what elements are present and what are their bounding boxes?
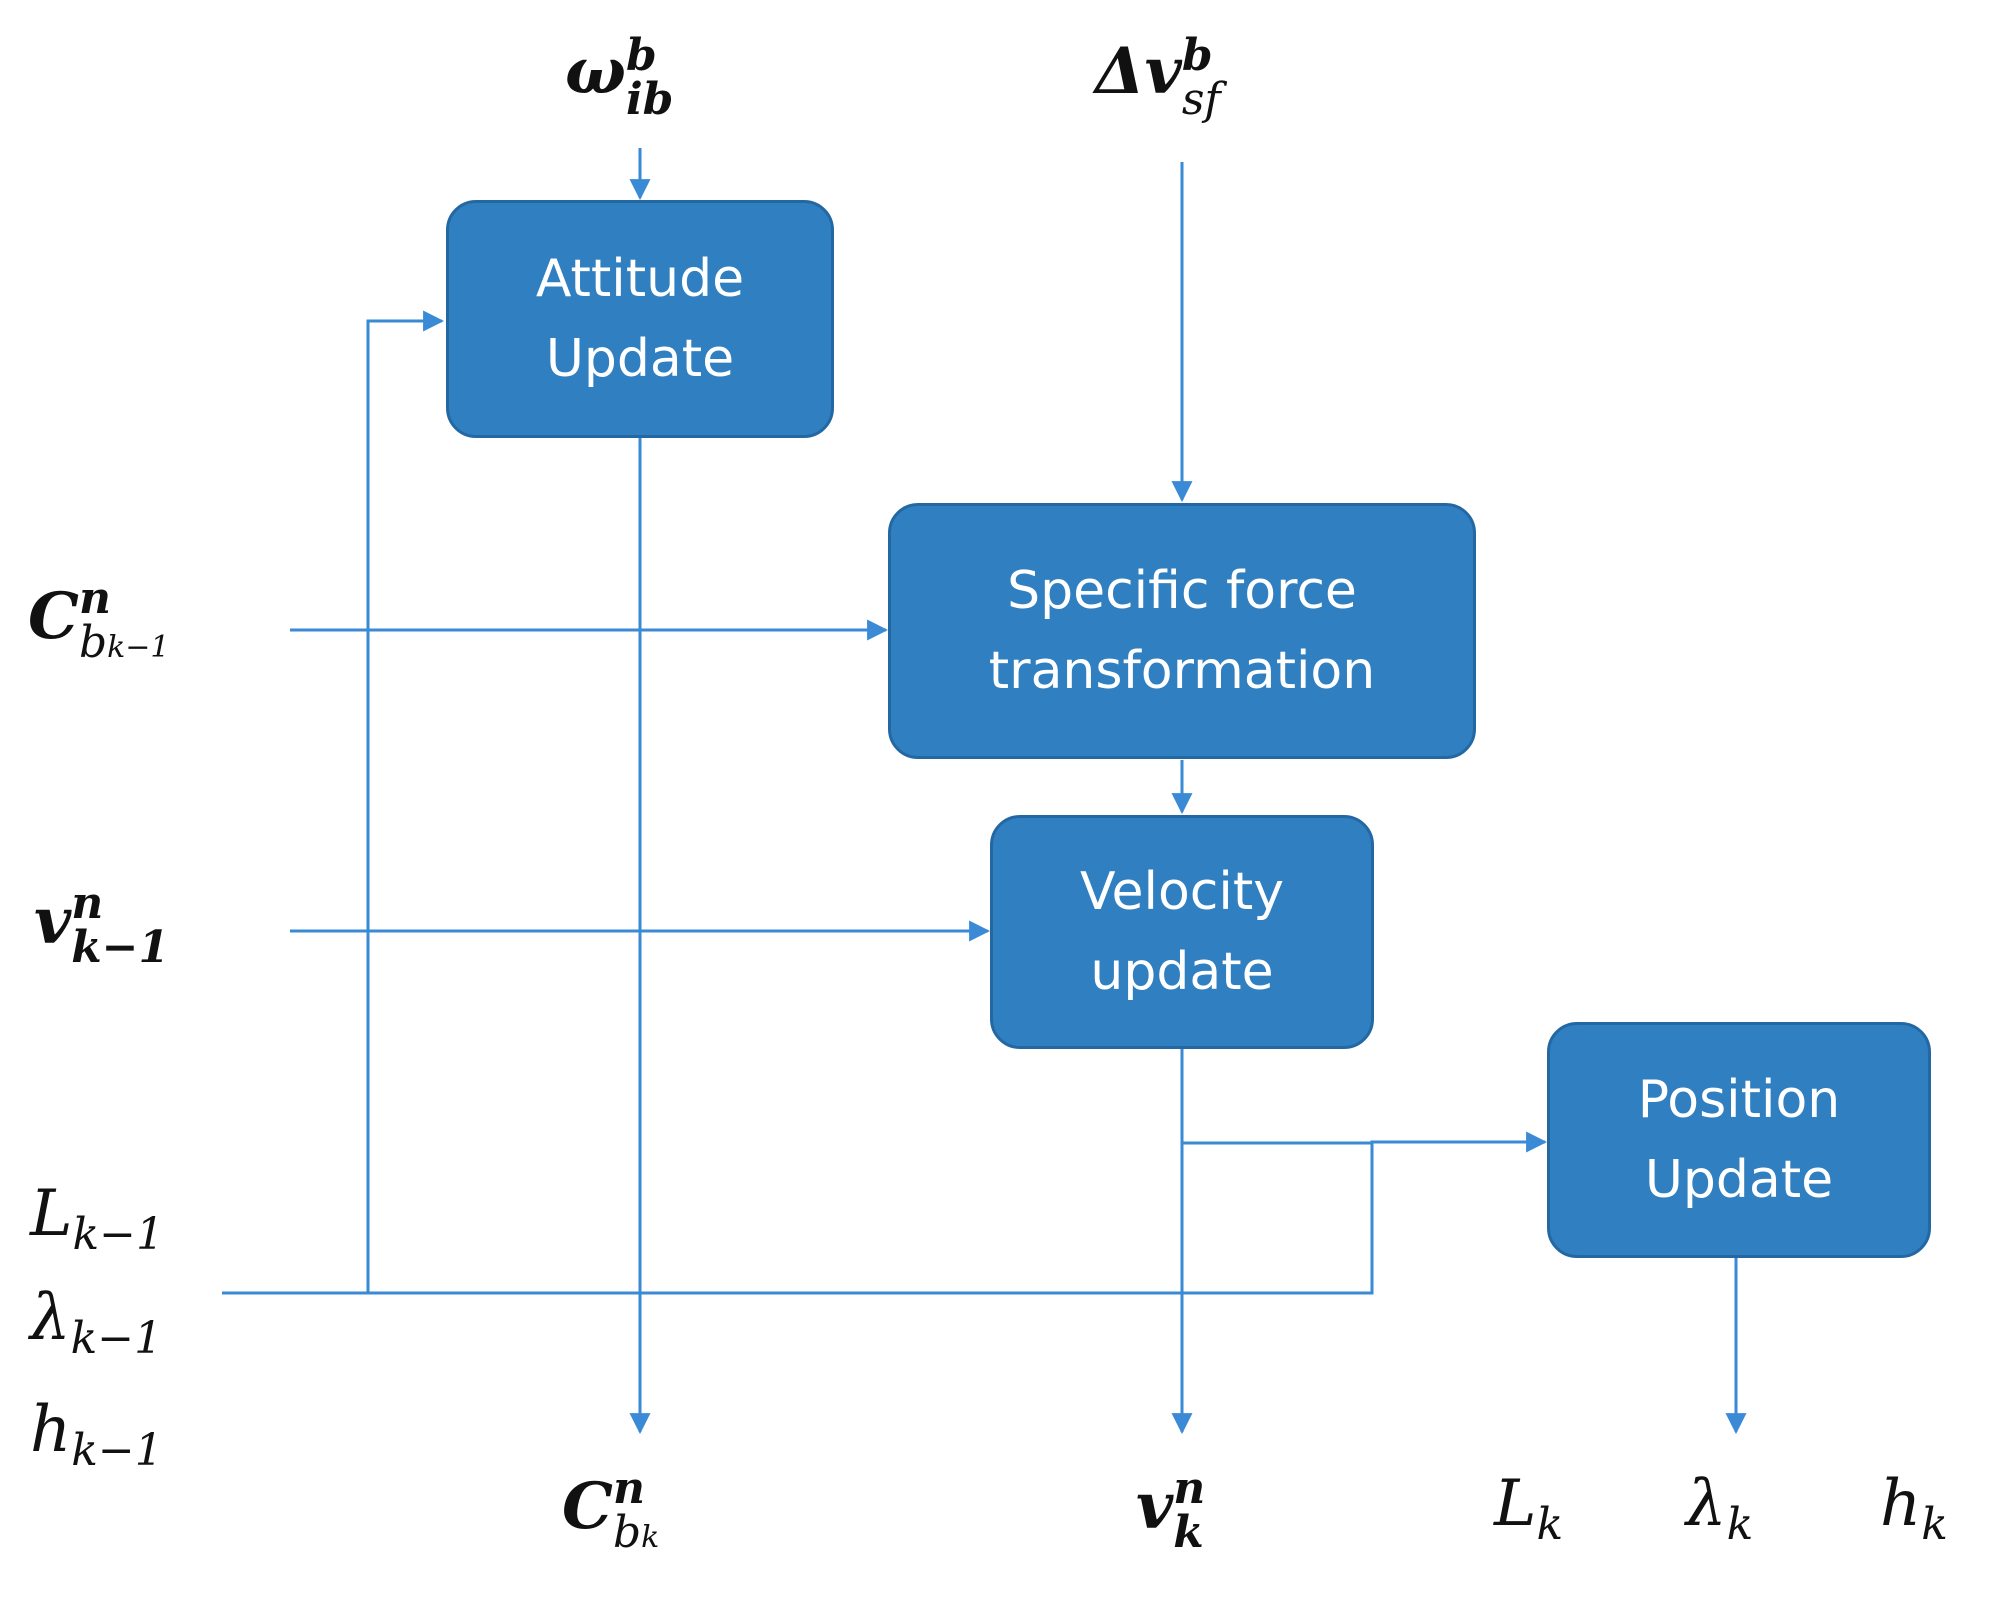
c-prev-sub: b: [78, 617, 108, 668]
delta-v-sub: sf: [1181, 74, 1221, 125]
velocity-update-block: Velocity update: [990, 815, 1374, 1049]
L-prev-input-label: Lk−1: [30, 1177, 164, 1257]
attitude-update-block: Attitude Update: [446, 200, 834, 438]
lambda-k-sub: k: [1726, 1499, 1754, 1550]
L-k-output-label: Lk: [1494, 1467, 1563, 1547]
specific-force-label-1: Specific force: [1007, 561, 1357, 621]
v-k-sup: n: [1173, 1463, 1206, 1514]
c-prev-base: C: [28, 579, 79, 654]
attitude-update-label-1: Attitude: [535, 249, 745, 309]
lambda-prev-sub: k−1: [70, 1313, 163, 1364]
L-prev-sub: k−1: [72, 1209, 165, 1260]
c-k-sub: b: [612, 1507, 642, 1558]
v-k-sub: k: [1173, 1507, 1204, 1558]
h-k-sub: k: [1921, 1499, 1948, 1550]
attitude-update-label-2: Update: [545, 329, 735, 389]
v-prev-sup: n: [71, 878, 104, 929]
h-prev-sub: k−1: [71, 1425, 163, 1476]
v-k-base: v: [1136, 1469, 1174, 1544]
h-k-base: h: [1880, 1467, 1922, 1541]
L-k-base: L: [1494, 1467, 1537, 1541]
lambda-k-base: λ: [1686, 1467, 1727, 1541]
position-update-label-2: Update: [1644, 1150, 1834, 1210]
delta-v-sup: b: [1181, 30, 1213, 81]
c-k-base: C: [562, 1469, 613, 1544]
c-prev-sub-wrap: bk−1: [79, 621, 170, 665]
c-k-sub-wrap: bk: [613, 1511, 659, 1555]
omega-sub: ib: [625, 74, 674, 125]
c-k-subsub: k: [641, 1520, 660, 1555]
velocity-update-label-2: update: [1090, 942, 1274, 1002]
h-k-output-label: hk: [1880, 1467, 1948, 1547]
velocity-update-label-1: Velocity: [1080, 862, 1284, 922]
omega-sup: b: [625, 30, 657, 81]
h-prev-base: h: [30, 1393, 72, 1467]
attitude-feed-arrow: [366, 310, 445, 1293]
specific-force-label-2: transformation: [988, 641, 1376, 701]
omega-base: ω: [565, 34, 626, 109]
position-update-label-1: Position: [1637, 1070, 1841, 1130]
v-prev-base: v: [34, 884, 72, 959]
h-prev-input-label: hk−1: [30, 1393, 163, 1473]
specific-force-block: Specific force transformation: [888, 503, 1476, 759]
c-k-sup: n: [612, 1463, 645, 1514]
delta-v-base: Δv: [1095, 34, 1182, 109]
lambda-k-output-label: λk: [1686, 1467, 1753, 1547]
lambda-prev-input-label: λk−1: [30, 1281, 162, 1361]
position-input-bus: [222, 1142, 1374, 1295]
c-prev-sup: n: [78, 573, 111, 624]
v-prev-sub: k−1: [71, 922, 170, 973]
velocity-to-position-arrow: [1182, 1131, 1548, 1153]
position-update-block: Position Update: [1547, 1022, 1931, 1258]
c-prev-subsub: k−1: [107, 630, 170, 665]
L-prev-base: L: [30, 1177, 73, 1251]
lambda-prev-base: λ: [30, 1281, 71, 1355]
L-k-sub: k: [1536, 1499, 1564, 1550]
